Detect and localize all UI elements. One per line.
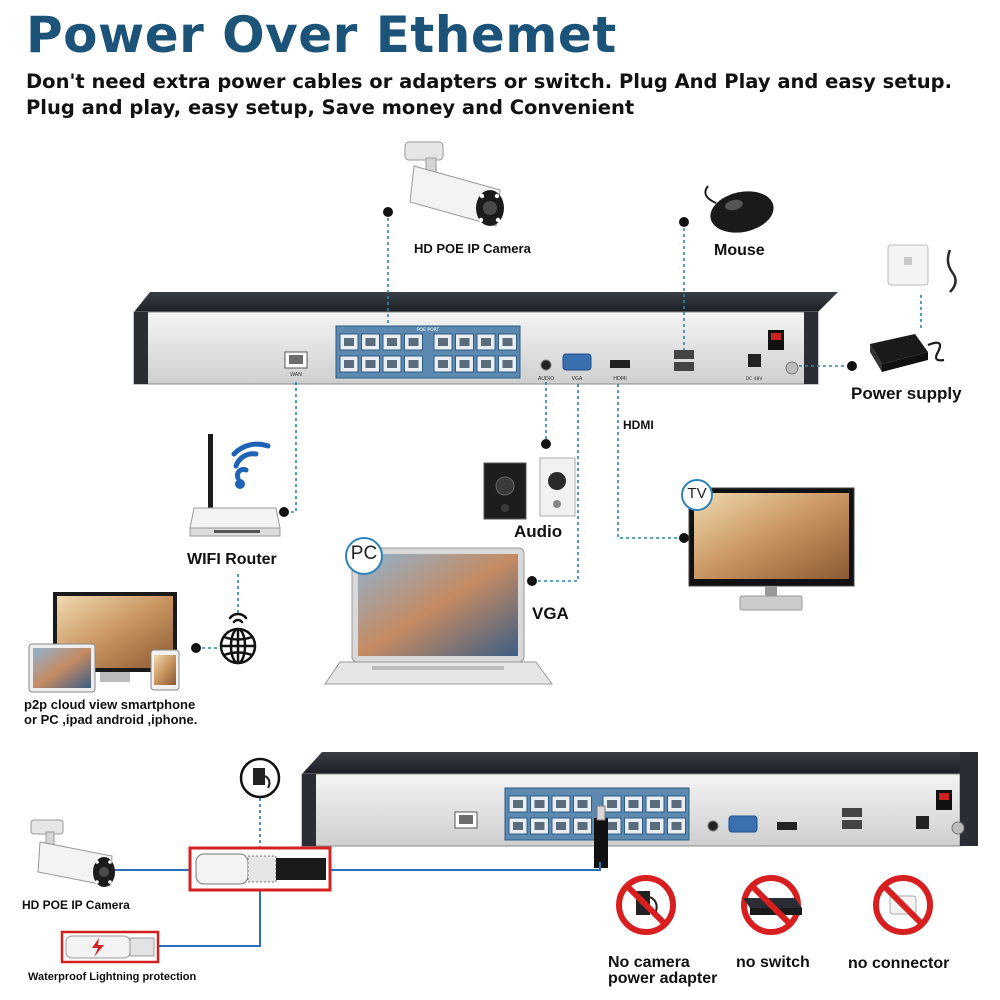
vga-port-label: VGA: [572, 376, 583, 382]
poe-port-socket: [671, 822, 682, 830]
smartphone-icon: [150, 649, 180, 691]
poe-port-socket: [387, 338, 397, 346]
poe-port-socket: [607, 800, 617, 808]
no-switch-icon: [741, 875, 802, 935]
camera-icon: [404, 141, 504, 227]
no-connector-label: no connector: [848, 955, 950, 972]
mouse-icon: [704, 185, 774, 233]
poe-port-socket: [556, 822, 566, 830]
lightning-protector-icon: [60, 930, 160, 964]
no-adapter-label-line-2: power adapter: [608, 970, 718, 987]
poe-port-socket: [481, 360, 491, 368]
globe-icon: [219, 627, 257, 665]
wifi-router-icon: [189, 434, 281, 537]
page-title: Power Over Ethemet: [26, 6, 617, 64]
wall-outlet-icon: [887, 244, 957, 293]
audio-label: Audio: [514, 522, 563, 541]
bottom-camera-icon: [30, 819, 115, 887]
poe-port-socket: [387, 360, 397, 368]
no-switch-label: no switch: [736, 954, 810, 971]
rj45-plug-icon: [594, 805, 608, 868]
poe-port-socket: [650, 822, 660, 830]
poe-port-socket: [344, 338, 354, 346]
poe-port-socket: [481, 338, 491, 346]
cloud-wifi-icon: [228, 612, 248, 624]
hdmi-label: HDMI: [623, 418, 654, 432]
power-supply-label: Power supply: [851, 384, 962, 403]
speakers-icon: [483, 457, 576, 520]
poe-port-socket: [438, 338, 448, 346]
mouse-label: Mouse: [714, 242, 765, 259]
poe-port-socket: [365, 360, 376, 368]
poe-port-socket: [534, 822, 545, 830]
poe-port-socket: [577, 800, 588, 808]
lightning-protection-label: Waterproof Lightning protection: [28, 971, 197, 983]
hdmi-port-label: HDMI: [613, 376, 626, 382]
no-adapter-label-line-1: No camera: [608, 954, 690, 971]
poe-port-socket: [534, 800, 545, 808]
nvr-top: WAN POE PORT AUDIO VGA HDMI DC 48V: [133, 292, 838, 385]
dc-port-label: DC 48V: [746, 376, 764, 382]
poe-port-socket: [513, 800, 523, 808]
p2p-label-line-1: p2p cloud view smartphone: [24, 697, 196, 712]
poe-port-socket: [650, 800, 660, 808]
poe-port-socket: [671, 800, 682, 808]
poe-port-socket: [577, 822, 588, 830]
tablet-icon: [28, 643, 96, 693]
subtitle-line-1: Don't need extra power cables or adapter…: [26, 70, 953, 93]
camera-label: HD POE IP Camera: [414, 241, 531, 256]
wifi-signal-icon: [231, 441, 271, 481]
pc-badge: PC: [350, 543, 378, 564]
poe-port-socket: [459, 338, 470, 346]
nvr-bottom: [301, 752, 978, 847]
poe-port-socket: [459, 360, 470, 368]
poe-port-socket: [607, 822, 617, 830]
poe-port-socket: [408, 360, 419, 368]
poe-connector-box: [188, 846, 332, 892]
poe-port-socket: [513, 822, 523, 830]
audio-port-label: AUDIO: [538, 376, 554, 382]
vga-label: VGA: [532, 604, 569, 623]
poe-port-socket: [628, 800, 639, 808]
poe-port-socket: [344, 360, 354, 368]
no-connector-icon: [873, 875, 933, 935]
wifi-router-label: WIFI Router: [187, 551, 277, 568]
wan-port-label: WAN: [290, 372, 302, 378]
laptop-icon: [324, 547, 553, 685]
poe-port-label: POE PORT: [417, 327, 440, 333]
poe-port-socket: [438, 360, 448, 368]
tv-icon: [688, 487, 855, 611]
adapter-circle-icon: [239, 757, 281, 799]
poe-port-socket: [502, 360, 513, 368]
poe-port-socket: [408, 338, 419, 346]
p2p-label-line-2: or PC ,ipad android ,iphone.: [24, 712, 198, 727]
bottom-camera-label: HD POE IP Camera: [22, 898, 130, 912]
bottom-cable-lines: [114, 862, 601, 947]
subtitle-line-2: Plug and play, easy setup, Save money an…: [26, 96, 635, 119]
no-adapter-icon: [616, 875, 676, 935]
poe-port-socket: [365, 338, 376, 346]
tv-badge: TV: [687, 485, 707, 502]
poe-port-socket: [502, 338, 513, 346]
poe-port-socket: [556, 800, 566, 808]
power-adapter-icon: [870, 334, 945, 372]
poe-port-socket: [628, 822, 639, 830]
